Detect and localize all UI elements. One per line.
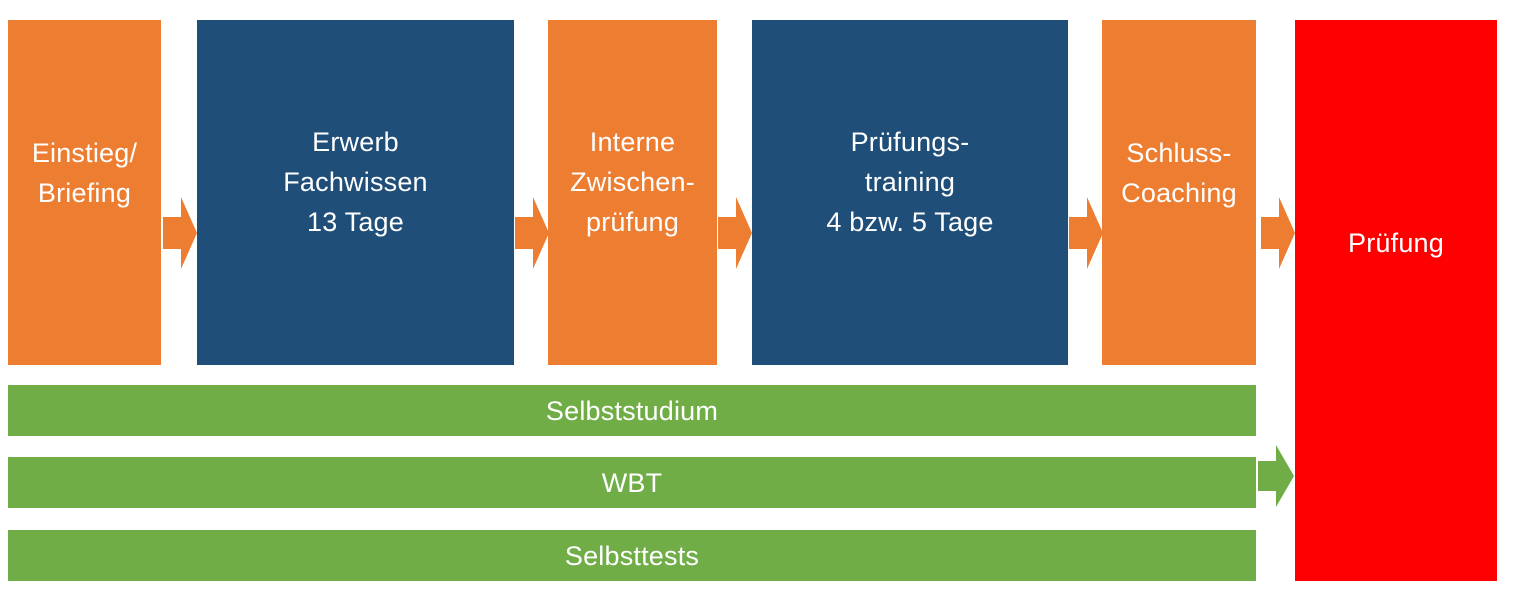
- track-wbt-label: WBT: [601, 467, 663, 498]
- phase-schlusscoaching-box: Schluss- Coaching: [1102, 20, 1256, 365]
- arrow-shape: [1258, 445, 1294, 507]
- arrow-shape: [718, 197, 752, 269]
- track-selbsttests-label: Selbsttests: [564, 540, 700, 571]
- arrow-right-icon: [515, 197, 549, 269]
- phase-fachwissen-box: Erwerb Fachwissen 13 Tage: [197, 20, 514, 365]
- phase-zwischenpruefung-box: Interne Zwischen- prüfung: [548, 20, 717, 365]
- arrow-shape: [163, 197, 197, 269]
- arrow-shape: [1261, 197, 1295, 269]
- phase-schlusscoaching-label: Schluss- Coaching: [1121, 137, 1237, 208]
- arrow-right-icon: [163, 197, 197, 269]
- arrow-shape: [1069, 197, 1103, 269]
- phase-zwischenpruefung-label: Interne Zwischen- prüfung: [570, 126, 695, 237]
- track-selbsttests-bar: Selbsttests: [8, 530, 1256, 581]
- track-selbststudium-bar: Selbststudium: [8, 385, 1256, 436]
- phase-fachwissen-label: Erwerb Fachwissen 13 Tage: [283, 126, 428, 237]
- phase-einstieg-label: Einstieg/ Briefing: [31, 137, 138, 208]
- track-selbststudium-label: Selbststudium: [545, 395, 719, 426]
- final-pruefung-label: Prüfung: [1348, 227, 1444, 258]
- track-wbt-bar: WBT: [8, 457, 1256, 508]
- final-pruefung-box: Prüfung: [1295, 20, 1497, 581]
- arrow-right-icon: [1069, 197, 1103, 269]
- arrow-right-icon: [718, 197, 752, 269]
- arrow-right-icon: [1261, 197, 1295, 269]
- arrow-shape: [515, 197, 549, 269]
- arrow-right-icon: [1258, 445, 1294, 507]
- phase-pruefungstraining-label: Prüfungs- training 4 bzw. 5 Tage: [826, 126, 994, 237]
- phase-pruefungstraining-box: Prüfungs- training 4 bzw. 5 Tage: [752, 20, 1068, 365]
- phase-einstieg-box: Einstieg/ Briefing: [8, 20, 161, 365]
